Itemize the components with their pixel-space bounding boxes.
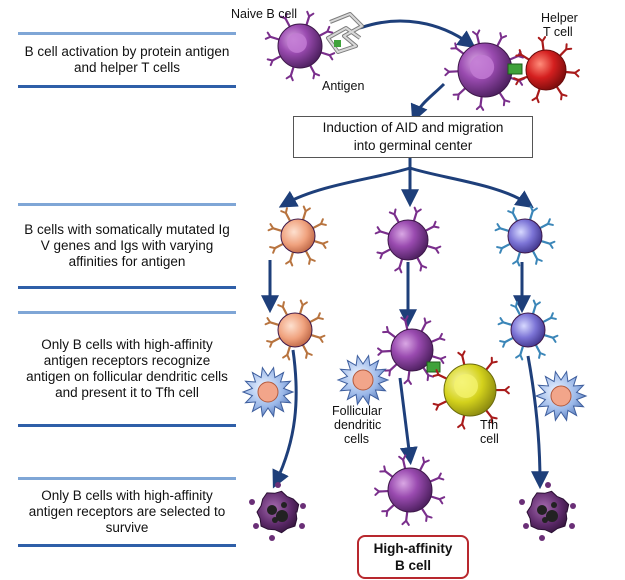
step-2-text: B cells with somatically mutated Ig V ge… (24, 222, 230, 269)
naive-b-cell (264, 10, 336, 82)
arrow-left-to-death (272, 349, 298, 489)
step-4-text: Only B cells with high-affinity antigen … (28, 488, 226, 535)
arrows-layer (261, 19, 549, 490)
arrow-middle-to-survival (398, 377, 418, 466)
step-1-text: B cell activation by protein antigen and… (24, 44, 230, 75)
arrow-branch-right (408, 158, 534, 209)
step-3-box: Only B cells with high-affinity antigen … (18, 311, 236, 427)
tfh-cell (432, 350, 510, 430)
label-antigen: Antigen (322, 79, 365, 93)
surviving-b-cell (374, 454, 446, 526)
aid-induction-line-2: into germinal center (353, 138, 473, 153)
bcell-tfh-synapse (426, 361, 441, 373)
antigen-protein (326, 12, 364, 54)
mutated-b-cell-left (267, 205, 329, 267)
label-follicular-2: dendritic (334, 418, 382, 432)
bcell-tcell-synapse (507, 63, 523, 75)
step-3-text: Only B cells with high-affinity antigen … (26, 337, 228, 400)
mutated-b-cell-right (494, 205, 556, 267)
aid-induction-line-1: Induction of AID and migration (322, 120, 504, 135)
result-line-1: High-affinity (373, 541, 453, 556)
step-4-box: Only B cells with high-affinity antigen … (18, 477, 236, 547)
mutated-b-cell-middle (374, 206, 442, 274)
high-affinity-result-box: High-affinity B cell (357, 535, 469, 579)
helper-t-cell (513, 36, 580, 104)
label-follicular-3: cells (344, 432, 370, 446)
low-affinity-b-cell-left (264, 299, 326, 361)
label-helper-t-cell-2: T cell (543, 25, 573, 39)
label-follicular-1: Follicular (332, 404, 383, 418)
step-1-box: B cell activation by protein antigen and… (18, 32, 236, 88)
label-naive-b-cell: Naive B cell (231, 7, 297, 21)
arrow-branch-left (278, 158, 412, 208)
label-helper-t-cell-1: Helper (541, 11, 578, 25)
cells-layer (241, 10, 588, 541)
activated-b-cell (444, 29, 525, 111)
apoptotic-b-cell-left (249, 482, 306, 541)
low-affinity-b-cell-right (497, 299, 559, 361)
aid-induction-box: Induction of AID and migration into germ… (293, 116, 533, 158)
high-affinity-b-cell (377, 315, 447, 385)
step-2-box: B cells with somatically mutated Ig V ge… (18, 203, 236, 289)
follicular-dendritic-cell-right (534, 370, 588, 422)
result-line-2: B cell (394, 558, 432, 573)
apoptotic-b-cell-right (519, 482, 576, 541)
label-tfh-2: cell (480, 432, 499, 446)
arrow-naive-to-activated (359, 19, 476, 49)
follicular-dendritic-cell-middle (336, 354, 390, 406)
arrow-right-to-death (526, 355, 549, 490)
arrow-activated-to-aid (410, 82, 446, 123)
label-tfh-1: Tfh (480, 418, 499, 432)
follicular-dendritic-cell-left (241, 366, 295, 418)
